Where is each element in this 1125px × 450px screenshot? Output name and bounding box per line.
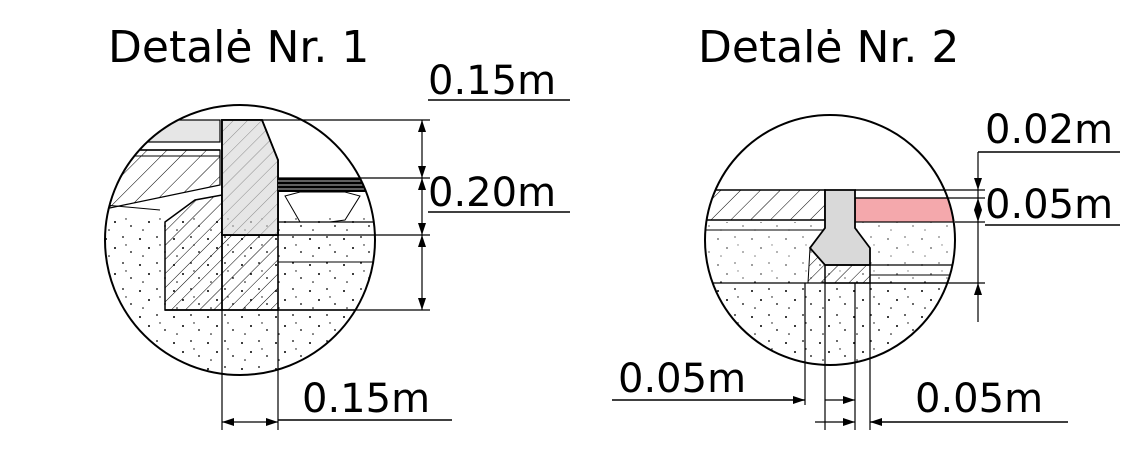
- foundation-left: [164, 194, 223, 311]
- curb-stone-fill: [221, 119, 279, 236]
- detail-2-title: Detalė Nr. 2: [698, 22, 959, 73]
- detail-2-dim-top: 0.02m: [985, 107, 1113, 153]
- detail-2: Detalė Nr. 2: [612, 22, 1120, 430]
- detail-1-vertical-dimensions: [165, 99, 570, 311]
- edging-foundation: [824, 264, 871, 284]
- detail-2-dim-bottom-left: 0.05m: [618, 356, 746, 402]
- detail-1-horizontal-dimension: [221, 235, 452, 430]
- detail-1: Detalė Nr. 1: [104, 22, 570, 430]
- detail-2-dim-bottom-right: 0.05m: [915, 376, 1043, 422]
- detail-1-section: [105, 119, 375, 375]
- accent-surface-layer: [854, 197, 955, 223]
- detail-2-vertical-dimensions: [855, 151, 1120, 322]
- detail-1-dim-top: 0.15m: [428, 58, 556, 104]
- detail-2-circle: [704, 114, 956, 366]
- pavement-slab-left: [705, 189, 826, 221]
- detail-2-dim-right: 0.05m: [985, 182, 1113, 228]
- detail-2-section: [705, 189, 955, 365]
- detail-1-dim-bottom: 0.15m: [302, 376, 430, 422]
- detail-1-dim-middle: 0.20m: [428, 170, 556, 216]
- detail-1-title: Detalė Nr. 1: [108, 22, 369, 73]
- foundation-under-curb: [221, 234, 279, 311]
- detail-2-horizontal-dimensions: [612, 283, 1068, 430]
- detail-1-circle: [104, 104, 376, 376]
